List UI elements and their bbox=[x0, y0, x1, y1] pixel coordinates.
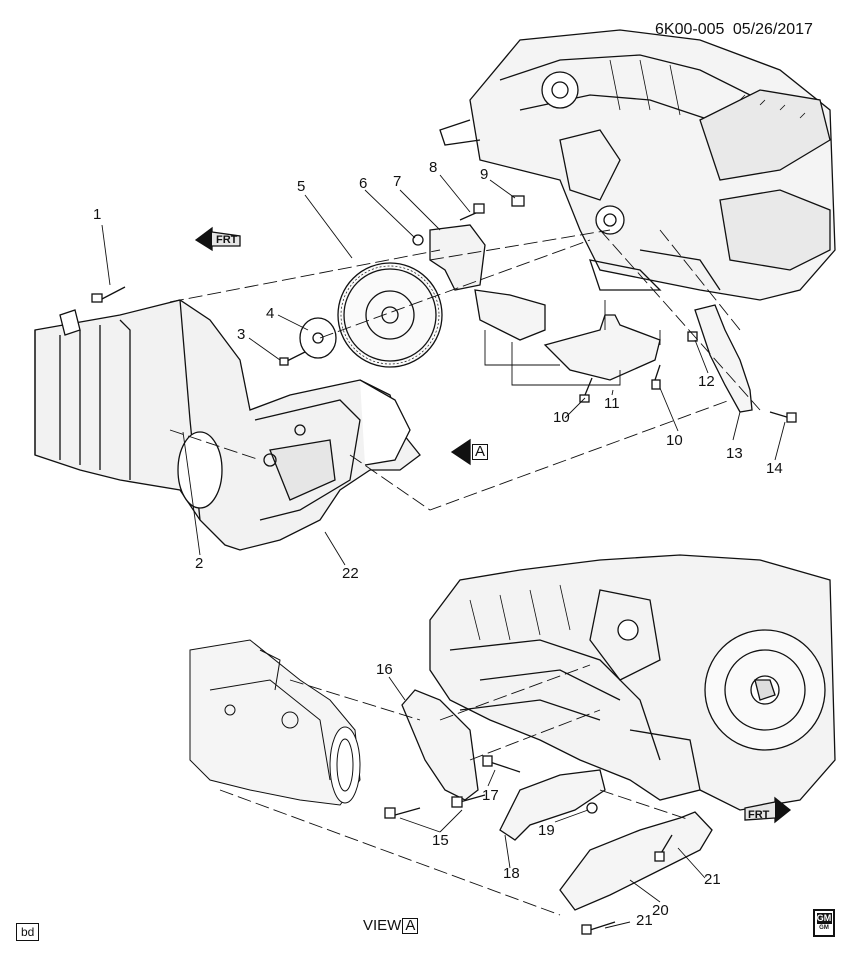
footer-tag: bd bbox=[16, 923, 40, 941]
bracket-16 bbox=[401, 689, 479, 801]
alignment-lines-lower bbox=[219, 664, 691, 916]
callout-4: 4 bbox=[266, 305, 275, 322]
frt-label-lower: FRT bbox=[748, 809, 770, 821]
callout-leaders-lower bbox=[388, 676, 706, 929]
gm-logo: GM GM bbox=[813, 909, 835, 937]
bracket-18 bbox=[499, 769, 606, 841]
callout-10b: 10 bbox=[666, 432, 683, 449]
bolt-3 bbox=[279, 351, 306, 366]
bolt-10a bbox=[579, 377, 593, 403]
bracket-connectors bbox=[484, 300, 661, 386]
bolt-8 bbox=[459, 203, 485, 221]
callout-17: 17 bbox=[482, 787, 499, 804]
bracket-11 bbox=[543, 314, 661, 381]
view-caption-letter: A bbox=[402, 918, 419, 934]
engine-upper bbox=[439, 29, 836, 301]
alignment-lines-upper bbox=[169, 229, 761, 511]
transmission-upper bbox=[34, 299, 421, 551]
callout-16: 16 bbox=[376, 661, 393, 678]
callout-14: 14 bbox=[766, 460, 783, 477]
callout-21a: 21 bbox=[704, 871, 721, 888]
nut-12 bbox=[687, 331, 698, 342]
callout-18: 18 bbox=[503, 865, 520, 882]
bolt-15a bbox=[384, 807, 421, 819]
callout-13: 13 bbox=[726, 445, 743, 462]
frt-arrow-upper bbox=[194, 226, 241, 252]
mount-bracket-13 bbox=[694, 304, 753, 413]
bolt-21b bbox=[581, 921, 616, 935]
callout-11: 11 bbox=[604, 395, 620, 412]
nut-19 bbox=[586, 802, 598, 814]
frt-arrow-lower bbox=[744, 796, 792, 824]
bracket-shield bbox=[474, 289, 546, 341]
bolt-6 bbox=[412, 234, 424, 246]
callout-12: 12 bbox=[698, 373, 715, 390]
engine-lower bbox=[429, 554, 836, 811]
gm-logo-sub: GM bbox=[819, 925, 829, 931]
spacer-plate bbox=[299, 317, 337, 359]
bushing-9 bbox=[511, 195, 525, 207]
callout-9: 9 bbox=[480, 166, 489, 183]
diagram-code: 6K00-005 bbox=[655, 21, 725, 38]
bolt-17 bbox=[482, 755, 521, 773]
callout-5: 5 bbox=[297, 178, 306, 195]
flywheel-cover bbox=[429, 224, 486, 291]
gm-logo-mark: GM bbox=[816, 913, 832, 924]
callout-7: 7 bbox=[393, 173, 402, 190]
callout-3: 3 bbox=[237, 326, 246, 343]
view-a-arrow bbox=[450, 438, 471, 466]
transmission-lower bbox=[189, 639, 361, 806]
callout-8: 8 bbox=[429, 159, 438, 176]
callout-19: 19 bbox=[538, 822, 555, 839]
callout-22: 22 bbox=[342, 565, 359, 582]
diagram-header: 6K00-005 05/26/2017 bbox=[655, 21, 813, 39]
bolt-21a bbox=[654, 834, 673, 862]
view-marker: A bbox=[472, 444, 489, 460]
callout-20: 20 bbox=[652, 902, 669, 919]
callout-15: 15 bbox=[432, 832, 449, 849]
callout-21b: 21 bbox=[636, 912, 653, 929]
bolt-1 bbox=[91, 286, 126, 303]
bracket-20 bbox=[559, 811, 713, 911]
bolt-15b bbox=[451, 794, 486, 808]
frt-label-upper: FRT bbox=[216, 234, 238, 246]
callout-leaders-upper bbox=[101, 174, 786, 566]
view-marker-letter: A bbox=[472, 444, 489, 460]
callout-10a: 10 bbox=[553, 409, 570, 426]
flexplate bbox=[337, 262, 443, 368]
diagram-date: 05/26/2017 bbox=[732, 21, 813, 38]
callout-1: 1 bbox=[93, 206, 102, 223]
callout-2: 2 bbox=[195, 555, 204, 572]
bolt-10b bbox=[651, 364, 661, 390]
bolt-14 bbox=[769, 411, 797, 423]
callout-6: 6 bbox=[359, 175, 368, 192]
view-caption-text: VIEW bbox=[363, 917, 402, 934]
